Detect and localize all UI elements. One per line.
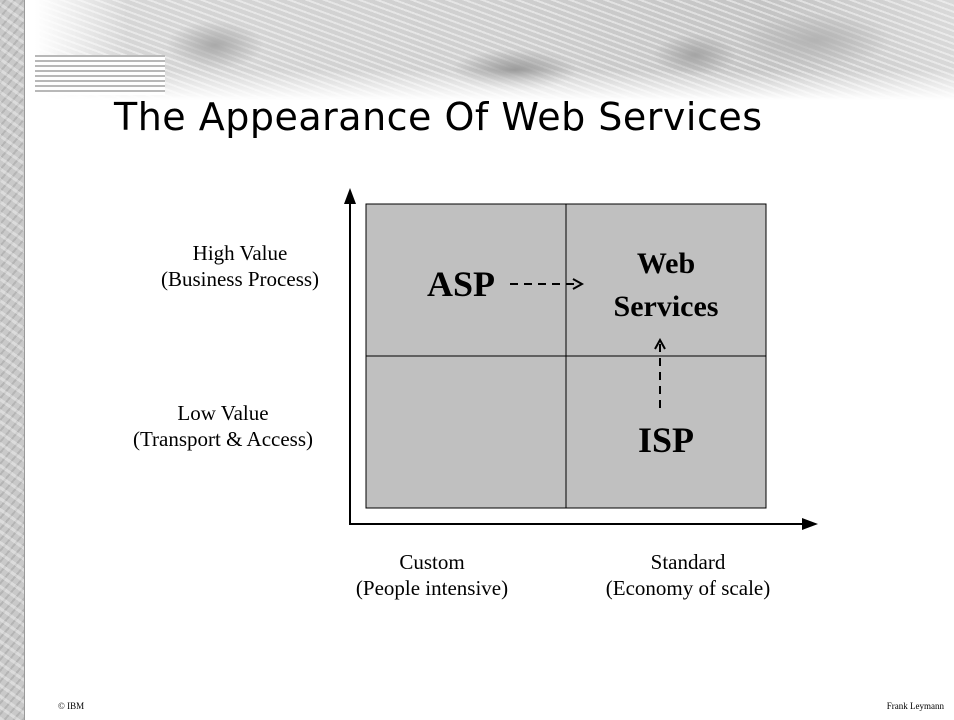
quadrant-label-asp: ASP [427,264,495,304]
y-axis-arrowhead [344,188,356,204]
x-axis-arrowhead [802,518,818,530]
decorative-left-bar [0,0,25,720]
y-high-label: High Value [192,241,288,265]
y-high-label-block: High Value (Business Process) [120,240,360,292]
slide-title: The Appearance Of Web Services [114,95,763,139]
x-right-sublabel: (Economy of scale) [605,576,771,600]
decorative-banner [35,0,954,100]
quadrant-label-isp: ISP [638,420,694,460]
x-right-label-block: Standard (Economy of scale) [568,549,808,601]
x-right-label: Standard [650,550,726,574]
x-left-label: Custom [399,550,465,574]
footer-author: Frank Leymann [886,701,944,711]
y-high-sublabel: (Business Process) [160,267,320,291]
y-low-label-block: Low Value (Transport & Access) [103,400,343,452]
x-left-sublabel: (People intensive) [355,576,509,600]
quadrant-label-services: Services [614,290,719,323]
quadrant-label-web: Web [637,247,695,280]
y-low-label: Low Value [177,401,269,425]
y-low-sublabel: (Transport & Access) [132,427,314,451]
decorative-banner-stripes [35,55,165,95]
footer-copyright: © IBM [58,701,85,711]
x-left-label-block: Custom (People intensive) [312,549,552,601]
